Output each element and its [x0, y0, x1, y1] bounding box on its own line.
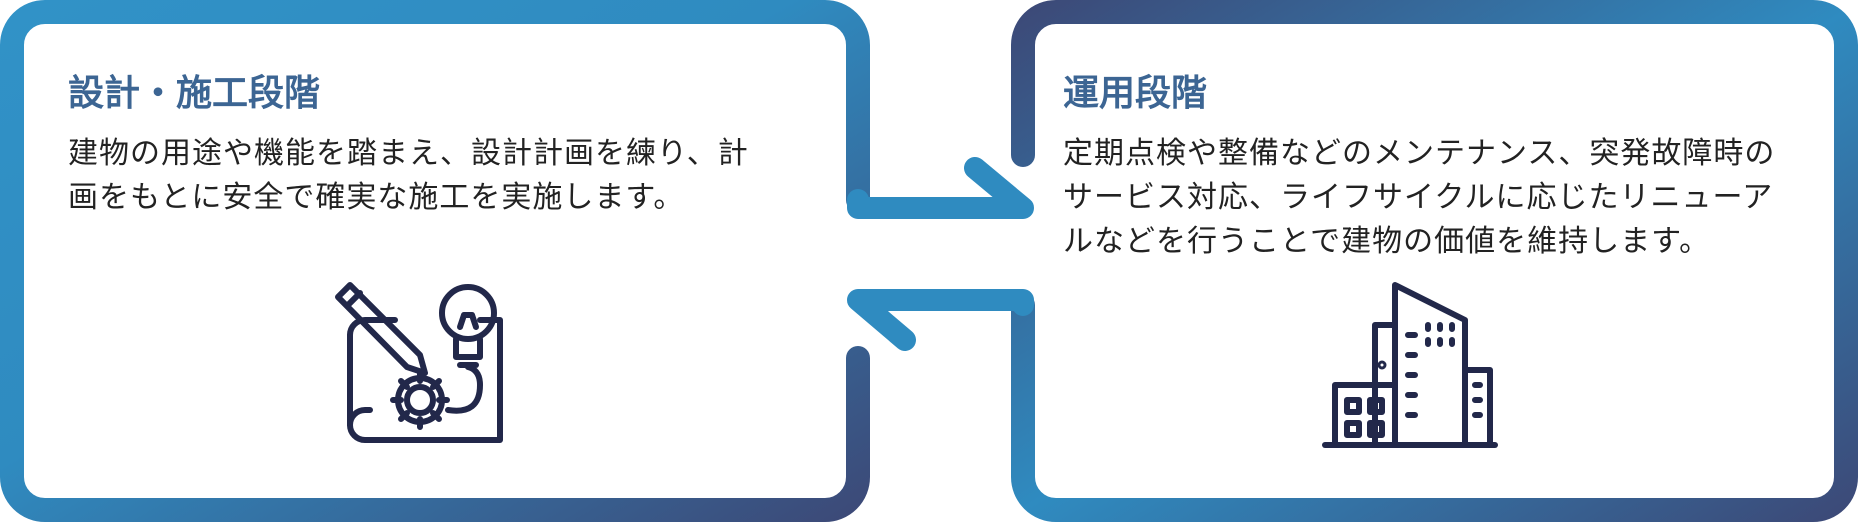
right-panel-description: 定期点検や整備などのメンテナンス、突発故障時のサービス対応、ライフサイクルに応じ…	[1063, 136, 1776, 259]
return-arrow	[847, 289, 1034, 351]
left-panel-title: 設計・施工段階	[68, 73, 321, 114]
design-blueprint-icon	[335, 282, 503, 443]
left-panel-border	[0, 0, 870, 522]
building-icon	[1322, 282, 1498, 448]
right-panel-title: 運用段階	[1063, 73, 1208, 114]
left-panel-description: 建物の用途や機能を踏まえ、設計計画を練り、計画をもとに安全で確実な施工を実施しま…	[68, 136, 749, 215]
right-panel-border	[1011, 0, 1858, 522]
forward-arrow	[847, 157, 1034, 219]
